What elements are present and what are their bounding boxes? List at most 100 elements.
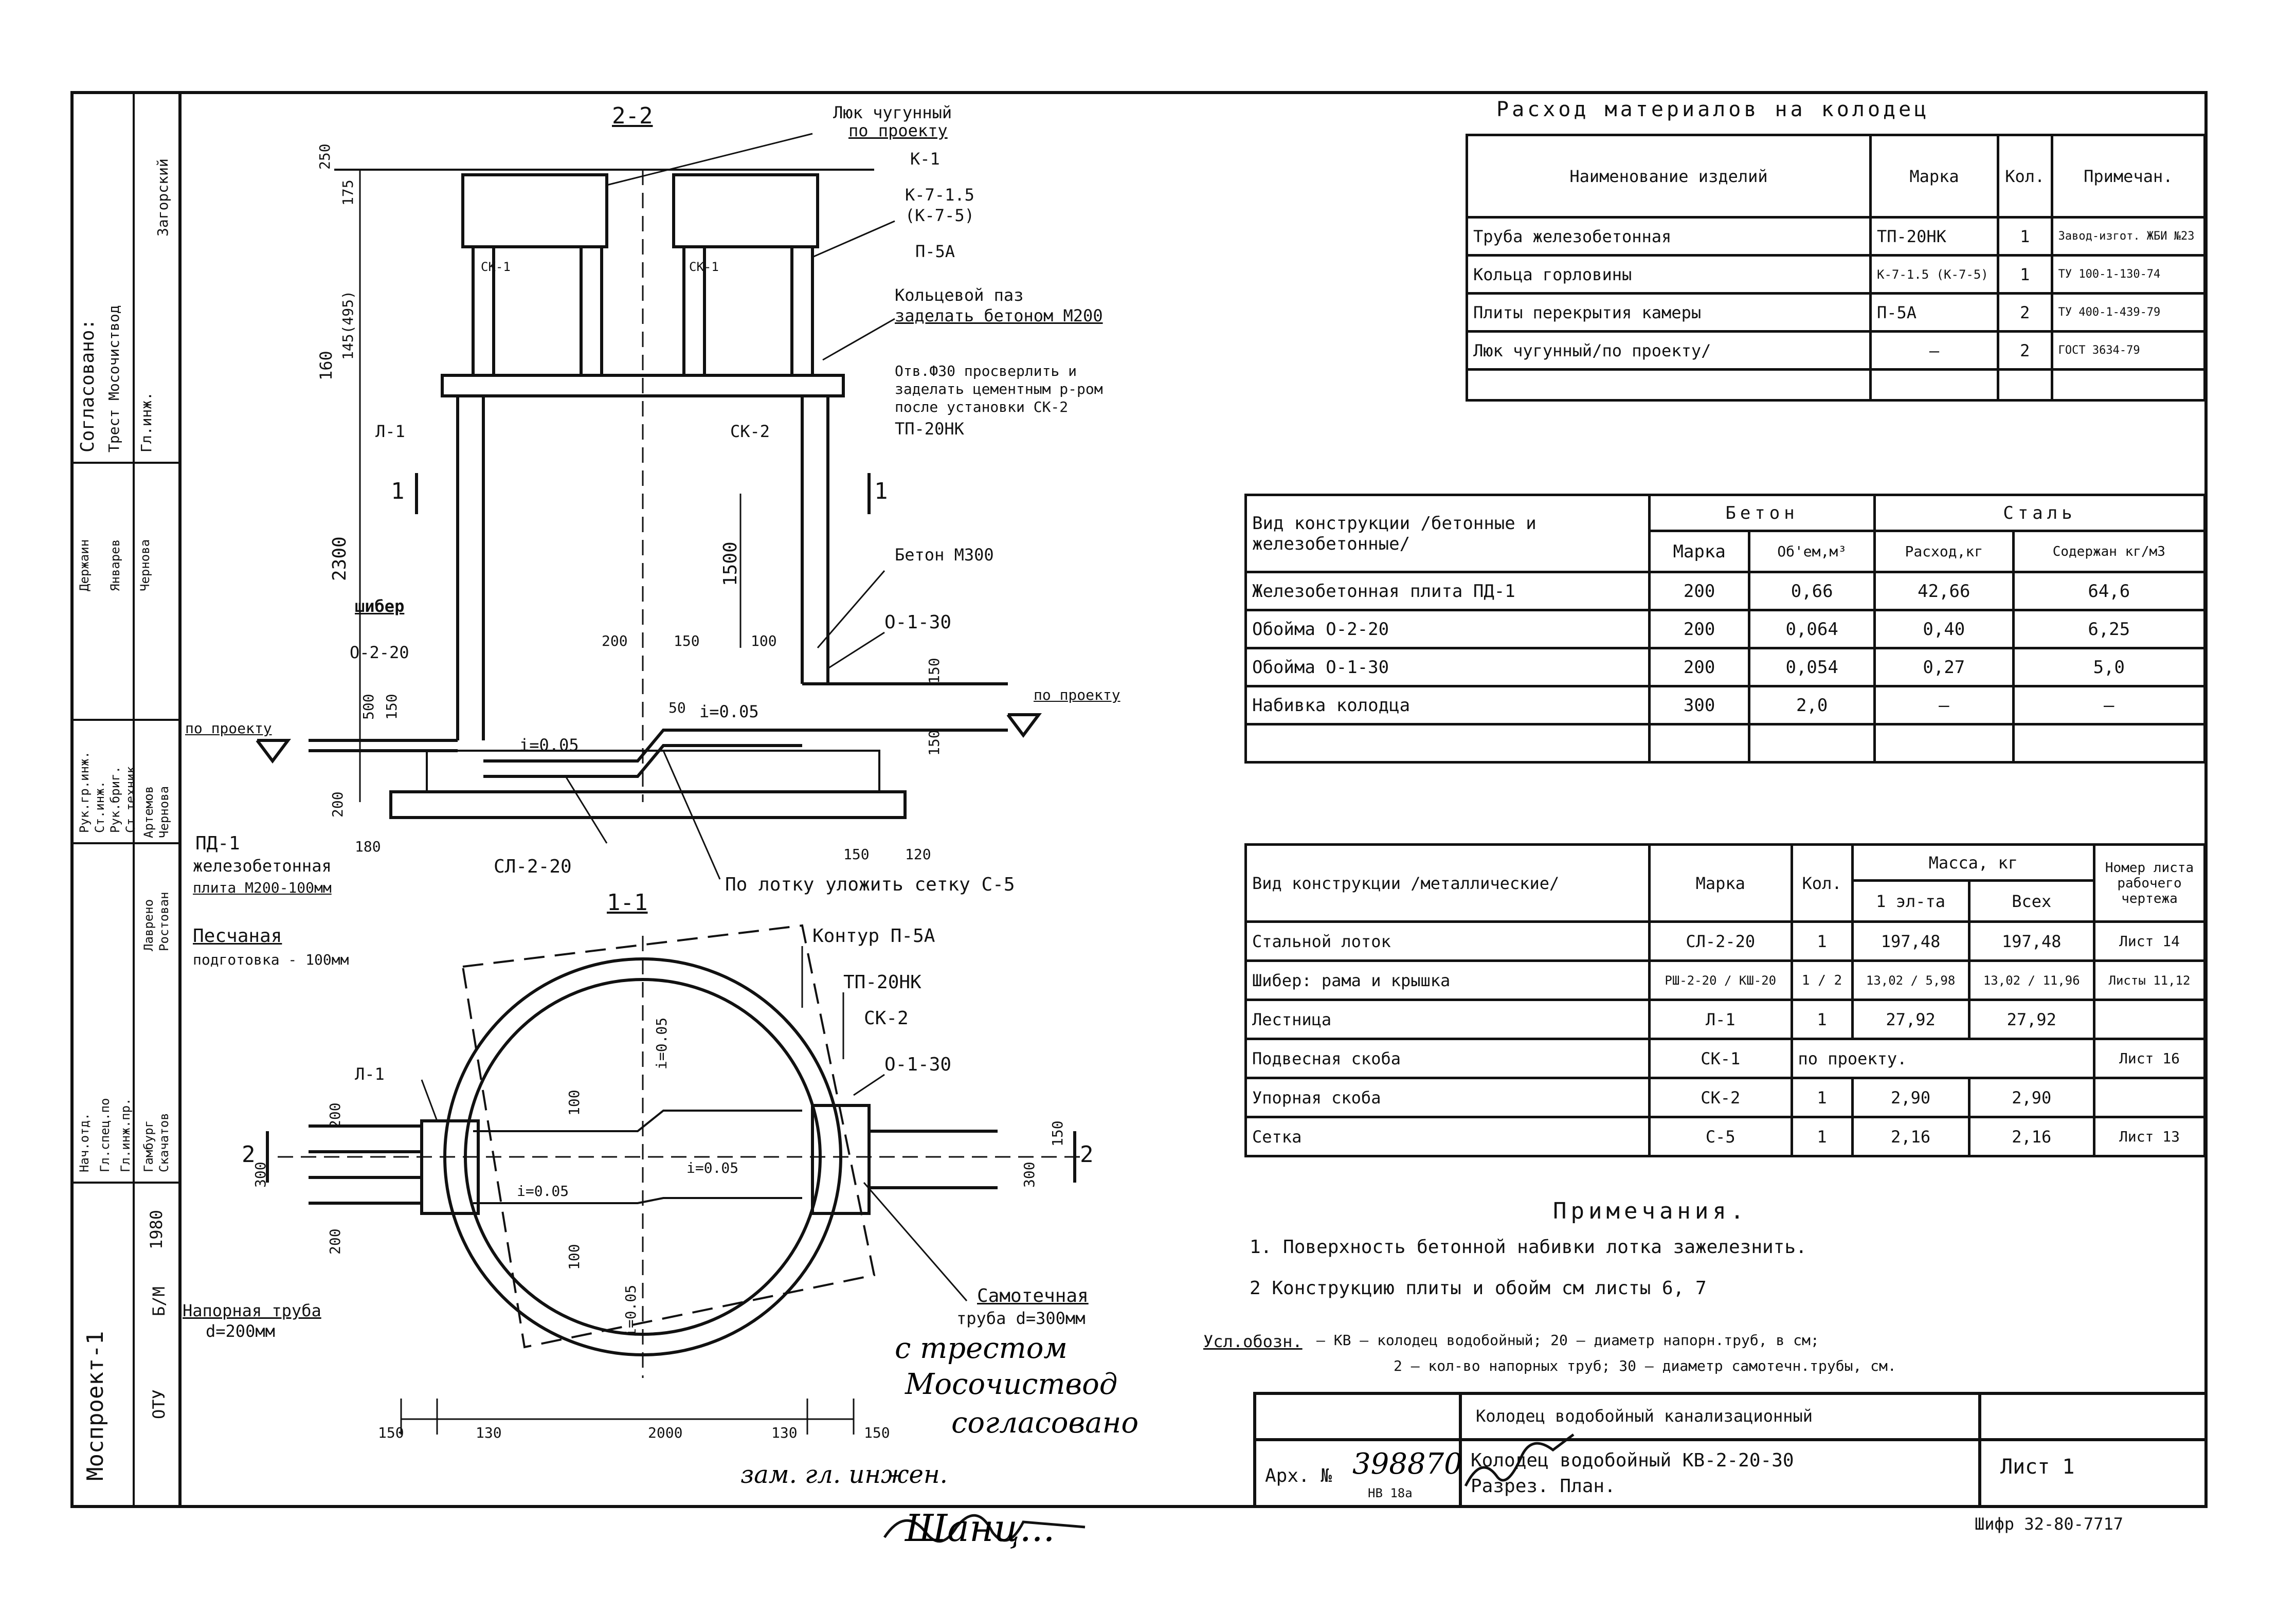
label-slope-a: i=0.05 [519,735,579,755]
concrete-table: Вид конструкции /бетонные и железобетонн… [1244,494,2207,764]
metal-h-marka: Марка [1648,843,1793,923]
label-slope-b: i=0.05 [699,702,759,721]
section-mark-1-left: 1 [391,478,405,504]
strip-name-1: Ростован [157,892,171,951]
strip-role-6: Гл.инж.пр. [118,1098,133,1173]
concrete-h-volume: Об'ем,м³ [1748,530,1876,573]
dim-150c: 150 [383,694,400,720]
pdim-130b: 130 [771,1424,798,1441]
hand-agree-3: согласовано [951,1406,1139,1440]
materials-cell: П-5А [1869,292,1999,333]
label-plan-l1: Л-1 [355,1064,385,1084]
strip-role-0: Рук.гр.инж. [77,751,92,833]
label-plan-i2: i=0.05 [517,1183,569,1200]
label-plan-i1: i=0.05 [653,1017,670,1069]
table-row: Кольца горловины К-7-1.5 (К-7-5) 1 ТУ 10… [1466,254,2207,295]
label-o220: О-2-20 [350,643,409,662]
strip-bm: Б/М [149,1286,169,1316]
strip-role-1: Ст.инж. [93,781,107,833]
materials-cell: 2 [1996,330,2053,371]
metal-cell: 27,92 [1851,999,1970,1040]
pdim-150a: 150 [1049,1120,1066,1147]
metal-cell: РШ-2-20 / КШ-20 [1648,959,1793,1001]
strip-role-2: Рук.бриг. [108,766,122,833]
title-name-2: Колодец водобойный КВ-2-20-30 [1471,1450,1794,1471]
label-k1: К-1 [910,149,940,169]
section-2-2-title: 2-2 [612,103,653,129]
dim-2300: 2300 [329,536,350,581]
strip-name-5: Скачатов [157,1113,171,1172]
concrete-cell [1648,723,1751,764]
metal-cell [2093,1077,2206,1118]
concrete-cell: 0,054 [1748,647,1876,687]
label-tray-note: По лотку уложить сетку С-5 [725,874,1015,895]
concrete-cell: 200 [1648,609,1751,649]
strip-agreed: Согласовано: [77,318,98,452]
strip-name-2: Артемов [141,786,156,838]
materials-cell [1466,368,1872,402]
dim-120: 120 [905,846,931,863]
metal-cell: Лист 14 [2093,920,2206,962]
label-ring-groove-1: Кольцевой паз [895,285,1024,305]
strip-mosproekt: Моспроект-1 [82,1331,109,1481]
metal-h-all: Всех [1967,879,2096,923]
strip-role-3: Ст.техник [123,766,138,833]
table-row: Обойма О-2-20 200 0,064 0,40 6,25 [1244,609,2207,649]
concrete-cell: Железобетонная плита ПД-1 [1244,571,1651,611]
label-p5a: П-5А [915,242,955,261]
label-contour-p5a: Контур П-5А [812,926,935,947]
concrete-cell [1873,723,2015,764]
label-sk1-b: СК-1 [689,260,719,274]
metal-cell: 13,02 / 11,96 [1967,959,2096,1001]
concrete-cell: Обойма О-1-30 [1244,647,1651,687]
hand-chief: зам. гл. инжен. [740,1460,948,1489]
section-2-2-drawing [256,133,1042,880]
strip-zagorsky: Загорский [154,158,171,237]
metal-table: Вид конструкции /металлические/ Марка Ко… [1244,843,2206,1157]
metal-header-row-2: 1 эл-та Всех [1246,879,2205,923]
label-gravity-pipe-1: Самотечная [977,1285,1089,1306]
table-row: Плиты перекрытия камеры П-5А 2 ТУ 400-1-… [1466,292,2207,333]
title-arch-sub: НВ 18а [1368,1486,1413,1500]
metal-cell: Упорная скоба [1244,1077,1651,1118]
concrete-cell: 6,25 [2012,609,2207,649]
materials-cell: ТУ 100-1-130-74 [2050,254,2207,295]
metal-cell: СК-1 [1648,1038,1793,1079]
title-name-1: Колодец водобойный канализационный [1476,1406,1813,1426]
signature-bottom [883,1514,1086,1543]
concrete-cell: Обойма О-2-20 [1244,609,1651,649]
label-sk1-a: СК-1 [481,260,511,274]
dim-150e: 150 [843,846,870,863]
hand-signature: Шанц... [905,1507,1055,1550]
materials-cell: Труба железобетонная [1466,216,1872,257]
label-sl220: СЛ-2-20 [494,856,572,877]
note-1: 1. Поверхность бетонной набивки лотка за… [1250,1237,1807,1258]
title-sheet: Лист 1 [2000,1455,2075,1479]
note-2: 2 Конструкцию плиты и обойм см листы 6, … [1250,1278,1707,1299]
label-pressure-pipe-1: Напорная труба [183,1301,321,1320]
dim-150a: 150 [674,632,700,649]
table-row: Труба железобетонная ТП-20НК 1 Завод-изг… [1466,216,2207,257]
materials-h-note: Примечан. [2050,134,2207,219]
pdim-300b: 300 [1021,1162,1038,1188]
label-pd1: ПД-1 [195,833,240,854]
label-sand-2: подготовка - 100мм [193,951,349,968]
dim-175: 175 [339,179,356,206]
label-po-proektu-right: по проекту [1034,686,1120,703]
metal-header-row-1: Вид конструкции /металлические/ Марка Ко… [1244,843,2206,923]
strip-role-4: Нач.отд. [77,1113,92,1172]
table-row: Обойма О-1-30 200 0,054 0,27 5,0 [1244,647,2207,687]
label-sk2: СК-2 [730,422,770,441]
title-arch-label: Арх. № [1265,1465,1332,1486]
metal-cell: Стальной лоток [1244,920,1651,962]
materials-cell: 2 [1996,292,2053,333]
sheet-frame [70,91,2208,1508]
metal-cell: 2,16 [1967,1116,2096,1157]
table-row: Шибер: рама и крышка РШ-2-20 / КШ-20 1 /… [1244,959,2206,1001]
concrete-cell: 0,66 [1748,571,1876,611]
metal-cell: Лист 13 [2093,1116,2206,1157]
section-mark-1-right: 1 [874,478,888,504]
label-beton-m300: Бетон М300 [895,545,994,565]
concrete-h-rashod: Расход,кг [1873,530,2015,573]
